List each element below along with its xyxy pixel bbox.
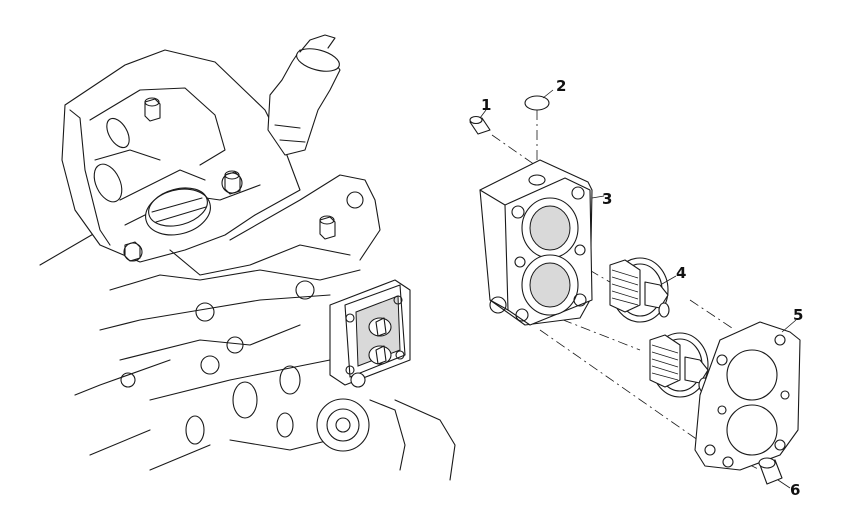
exploded-parts: 1 2 3 4 5 6 xyxy=(469,77,803,499)
callout-1: 1 xyxy=(481,96,491,114)
callout-4: 4 xyxy=(676,264,686,282)
part-4-thermostat-upper xyxy=(609,257,670,323)
part-1-pin xyxy=(469,115,491,135)
part-5-gasket xyxy=(694,321,801,471)
part-3-thermostat-housing xyxy=(479,159,593,326)
part-4-thermostat-lower xyxy=(649,332,710,398)
engine-assembly xyxy=(39,34,456,481)
callout-5: 5 xyxy=(793,306,803,324)
cover-bolt xyxy=(144,97,161,122)
cover-bolt xyxy=(221,170,243,195)
cover-bolt xyxy=(123,241,143,262)
callout-6: 6 xyxy=(790,481,800,499)
part-2-plug xyxy=(524,95,550,111)
part-6-bushing xyxy=(758,457,783,485)
callout-3: 3 xyxy=(602,190,612,208)
callout-2: 2 xyxy=(556,77,566,95)
cover-bolt xyxy=(319,215,336,240)
